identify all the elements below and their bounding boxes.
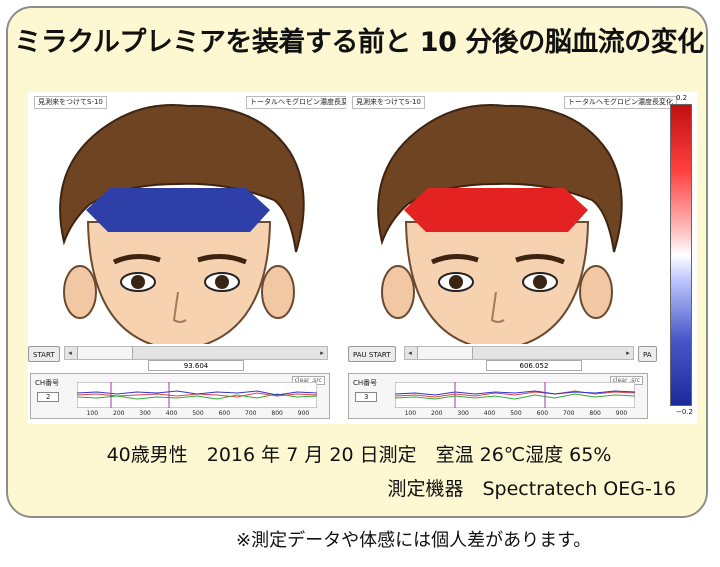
scroll-right-icon[interactable]: ▸ (626, 349, 630, 357)
infographic-card: ミラクルプレミアを装着する前と 10 分後の脳血流の変化 見測来をつけてS-10… (6, 6, 708, 518)
signal-traces (395, 382, 635, 408)
measurement-info: 40歳男性 2016 年 7 月 20 日測定 室温 26℃湿度 65% (106, 444, 612, 466)
channel-label: CH番号 (353, 379, 378, 387)
tick-label: 800 (589, 410, 601, 417)
tick-label: 100 (404, 410, 417, 417)
blood-flow-band-after (404, 188, 588, 232)
panel-header-left: 見測来をつけてS-10 (352, 96, 425, 109)
face-illustration (59, 104, 305, 344)
blood-flow-band-before (86, 188, 270, 232)
tick-label: 700 (245, 410, 257, 417)
tick-label: 600 (218, 410, 231, 417)
signal-graph: CH番号 3 clear .src 100 200 300 400 500 (348, 373, 648, 419)
tick-label: 900 (615, 410, 628, 417)
tick-label: 400 (165, 410, 178, 417)
tick-label: 500 (510, 410, 522, 417)
pause-button[interactable]: PA (638, 346, 657, 362)
panel-header-left: 見測来をつけてS-10 (34, 96, 107, 109)
tick-label: 300 (139, 410, 151, 417)
scroll-left-icon[interactable]: ◂ (68, 349, 72, 357)
page-title: ミラクルプレミアを装着する前と 10 分後の脳血流の変化 (14, 27, 704, 58)
face-illustration (377, 104, 623, 344)
tick-label: 100 (86, 410, 99, 417)
tick-label: 700 (563, 410, 575, 417)
tick-label: 400 (483, 410, 496, 417)
scroll-thumb[interactable] (77, 347, 133, 359)
panel-after: 見測来をつけてS-10 トータルヘモグロビン濃度長変化 PAU START ◂ (346, 92, 677, 424)
device-info: 測定機器 Spectratech OEG-16 (387, 478, 676, 500)
tick-label: 200 (113, 410, 125, 417)
timeline-scrollbar[interactable]: ◂ ▸ (404, 346, 634, 360)
tick-label: 300 (457, 410, 469, 417)
software-screenshot: 見測来をつけてS-10 トータルヘモグロビン濃度長変化 (28, 92, 697, 424)
channel-label: CH番号 (35, 379, 60, 387)
tick-label: 800 (271, 410, 283, 417)
panel-header-right: トータルヘモグロビン濃度長変化 (564, 96, 677, 109)
channel-select[interactable]: 3 (355, 392, 378, 402)
value-readout: 606.052 (486, 360, 582, 371)
colorbar-top-label: 0.2 (676, 94, 688, 102)
colorbar-bottom-label: −0.2 (676, 408, 693, 416)
tick-label: 600 (536, 410, 549, 417)
disclaimer-note: ※測定データや体感には個人差があります。 (236, 530, 592, 551)
scroll-right-icon[interactable]: ▸ (320, 349, 324, 357)
graph-axis: 100 200 300 400 500 600 700 800 900 (395, 410, 635, 418)
tick-label: 200 (431, 410, 443, 417)
channel-select[interactable]: 2 (37, 392, 60, 402)
start-button[interactable]: START (28, 346, 60, 362)
tick-label: 900 (297, 410, 310, 417)
tick-label: 500 (192, 410, 204, 417)
timeline-scrollbar[interactable]: ◂ ▸ (64, 346, 328, 360)
signal-traces (77, 382, 317, 408)
signal-graph: CH番号 2 clear .src 100 200 300 400 500 (30, 373, 330, 419)
value-readout: 93.604 (148, 360, 244, 371)
pause-start-button[interactable]: PAU START (348, 346, 396, 362)
panel-before: 見測来をつけてS-10 トータルヘモグロビン濃度長変化 (28, 92, 359, 424)
scroll-left-icon[interactable]: ◂ (408, 349, 412, 357)
graph-axis: 100 200 300 400 500 600 700 800 900 (77, 410, 317, 418)
scroll-thumb[interactable] (417, 347, 473, 359)
color-scale-bar (670, 104, 692, 406)
